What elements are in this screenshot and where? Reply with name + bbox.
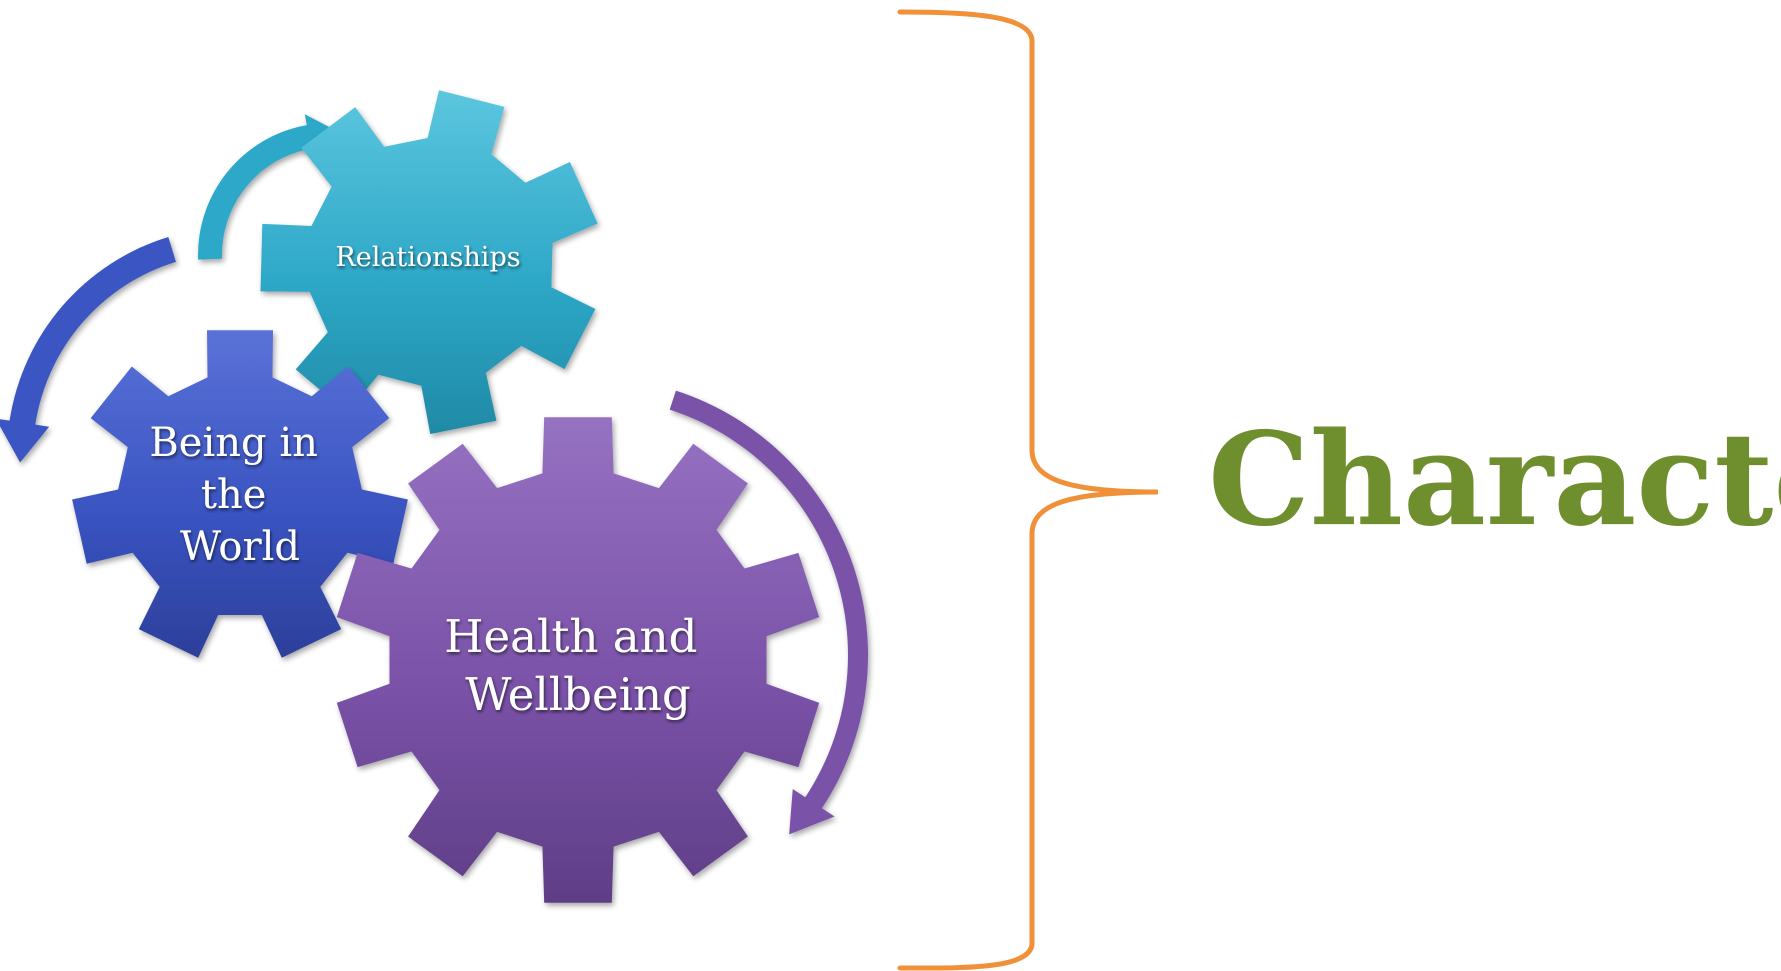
cycle-arrow-purple-icon	[669, 390, 869, 835]
arrow-blue-shape	[0, 236, 176, 463]
gear-label-being-in-the-world: Being in the World	[149, 420, 330, 570]
curly-brace-icon	[897, 9, 1159, 971]
gear-label-relationships: Relationships	[335, 242, 520, 273]
gear-label-health-and-wellbeing: Health and Wellbeing	[444, 610, 711, 721]
gear-relationships: Relationships	[260, 90, 598, 434]
cycle-arrow-blue-icon	[0, 236, 176, 463]
gear-being-in-the-world: Being in the World	[72, 330, 408, 658]
gear-health-and-wellbeing: Health and Wellbeing	[336, 417, 820, 903]
arrow-purple-shape	[669, 390, 869, 835]
character-title: Character	[1208, 405, 1781, 555]
